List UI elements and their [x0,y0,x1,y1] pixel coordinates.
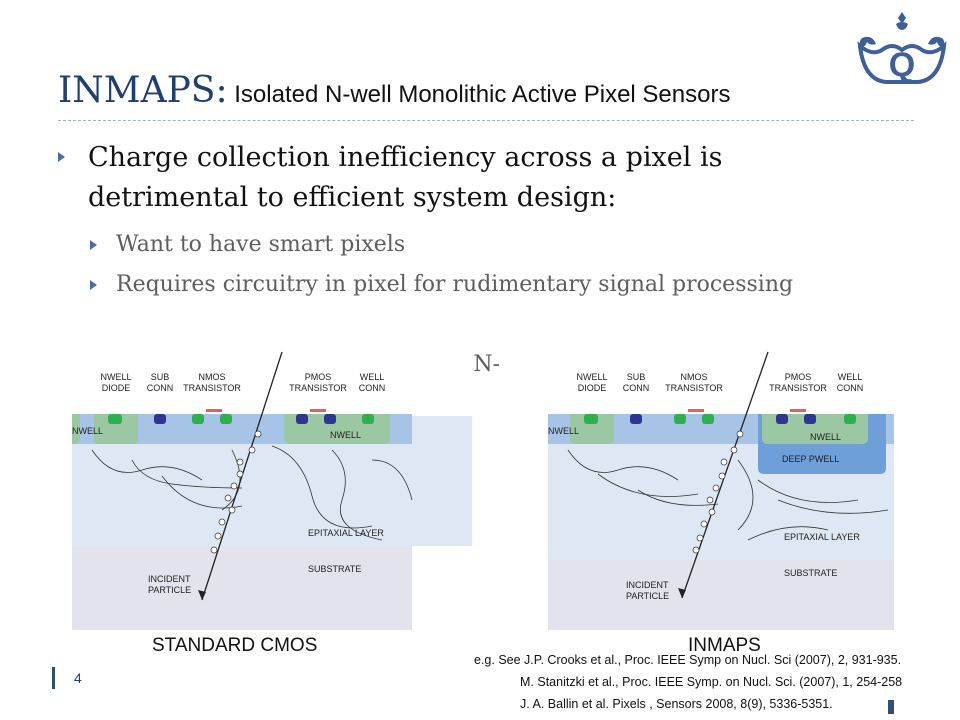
label-pmos-2: TRANSISTOR [289,383,347,393]
reference-1: e.g. See J.P. Crooks et al., Proc. IEEE … [474,653,902,667]
label-nmos-2: TRANSISTOR [183,383,241,393]
label-nwell-diode-2: DIODE [578,383,607,393]
footer-left-bar [52,667,55,689]
caption-standard-cmos: STANDARD CMOS [152,635,318,656]
university-crown-logo: Q [857,12,947,84]
label-epitaxial: EPITAXIAL LAYER [784,532,860,542]
label-incident-2: PARTICLE [626,591,669,601]
bullet-level2-text: Want to have smart pixels [116,232,406,257]
title-main: INMAPS: [58,70,228,111]
caption-inmaps: INMAPS [688,635,761,656]
bullet-level2-text: Requires circuitry in pixel for rudiment… [116,272,794,297]
title-subtitle: Isolated N-well Monolithic Active Pixel … [227,81,731,108]
standard-cmos-diagram: NWELL DIODE SUB CONN NMOS TRANSISTOR PMO… [72,350,472,630]
label-nwell-right: NWELL [810,432,841,442]
nwell-diode-well [94,414,138,444]
page-number: 4 [74,670,82,686]
substrate-layer [548,560,894,630]
label-nwell-diode-2: DIODE [102,383,131,393]
bullet-arrow-icon [90,240,97,250]
nwell-diode-well [570,414,614,444]
bullet-arrow-icon [90,280,97,290]
label-deep-pwell: DEEP PWELL [782,454,839,464]
reference-2: M. Stanitzki et al., Proc. IEEE Symp. on… [520,675,903,689]
bullet-level1: Charge collection inefficiency across a … [58,138,808,218]
inmaps-diagram: NWELL DIODE SUB CONN NMOS TRANSISTOR PMO… [548,350,894,630]
label-well-conn-2: CONN [837,383,864,393]
label-nwell-diode-1: NWELL [576,372,607,382]
label-well-conn-1: WELL [360,372,385,382]
label-well-conn-2: CONN [359,383,386,393]
label-sub-conn-2: CONN [623,383,650,393]
label-nmos-1: NMOS [199,372,226,382]
label-pmos-2: TRANSISTOR [769,383,827,393]
title-divider [58,120,914,121]
label-substrate: SUBSTRATE [784,568,837,578]
slide-title: INMAPS: Isolated N-well Monolithic Activ… [58,70,730,111]
reference-3: J. A. Ballin et al. Pixels , Sensors 200… [520,697,833,711]
bullet-level1-text: Charge collection inefficiency across a … [88,142,723,213]
label-pmos-1: PMOS [305,372,332,382]
footer-right-bar [888,700,894,714]
bullet-level2-smart-pixels: Want to have smart pixels [90,228,816,262]
label-incident-1: INCIDENT [626,580,669,590]
label-sub-conn-1: SUB [627,372,646,382]
label-incident-2: PARTICLE [148,585,191,595]
bullet-level2-circuitry: Requires circuitry in pixel for rudiment… [90,268,816,302]
label-nwell-right: NWELL [330,430,361,440]
label-sub-conn-1: SUB [151,372,170,382]
nwell-pmos-well [762,414,868,444]
label-nwell-left: NWELL [72,426,103,436]
substrate-layer [72,546,412,630]
bullet-arrow-icon [58,152,65,162]
label-nwell-left: NWELL [548,426,579,436]
label-nmos-1: NMOS [681,372,708,382]
label-pmos-1: PMOS [785,372,812,382]
logo-letter: Q [889,46,915,84]
label-incident-1: INCIDENT [148,574,191,584]
label-nmos-2: TRANSISTOR [665,383,723,393]
label-substrate: SUBSTRATE [308,564,361,574]
label-well-conn-1: WELL [838,372,863,382]
label-nwell-diode-1: NWELL [100,372,131,382]
label-sub-conn-2: CONN [147,383,174,393]
label-epitaxial: EPITAXIAL LAYER [308,528,384,538]
